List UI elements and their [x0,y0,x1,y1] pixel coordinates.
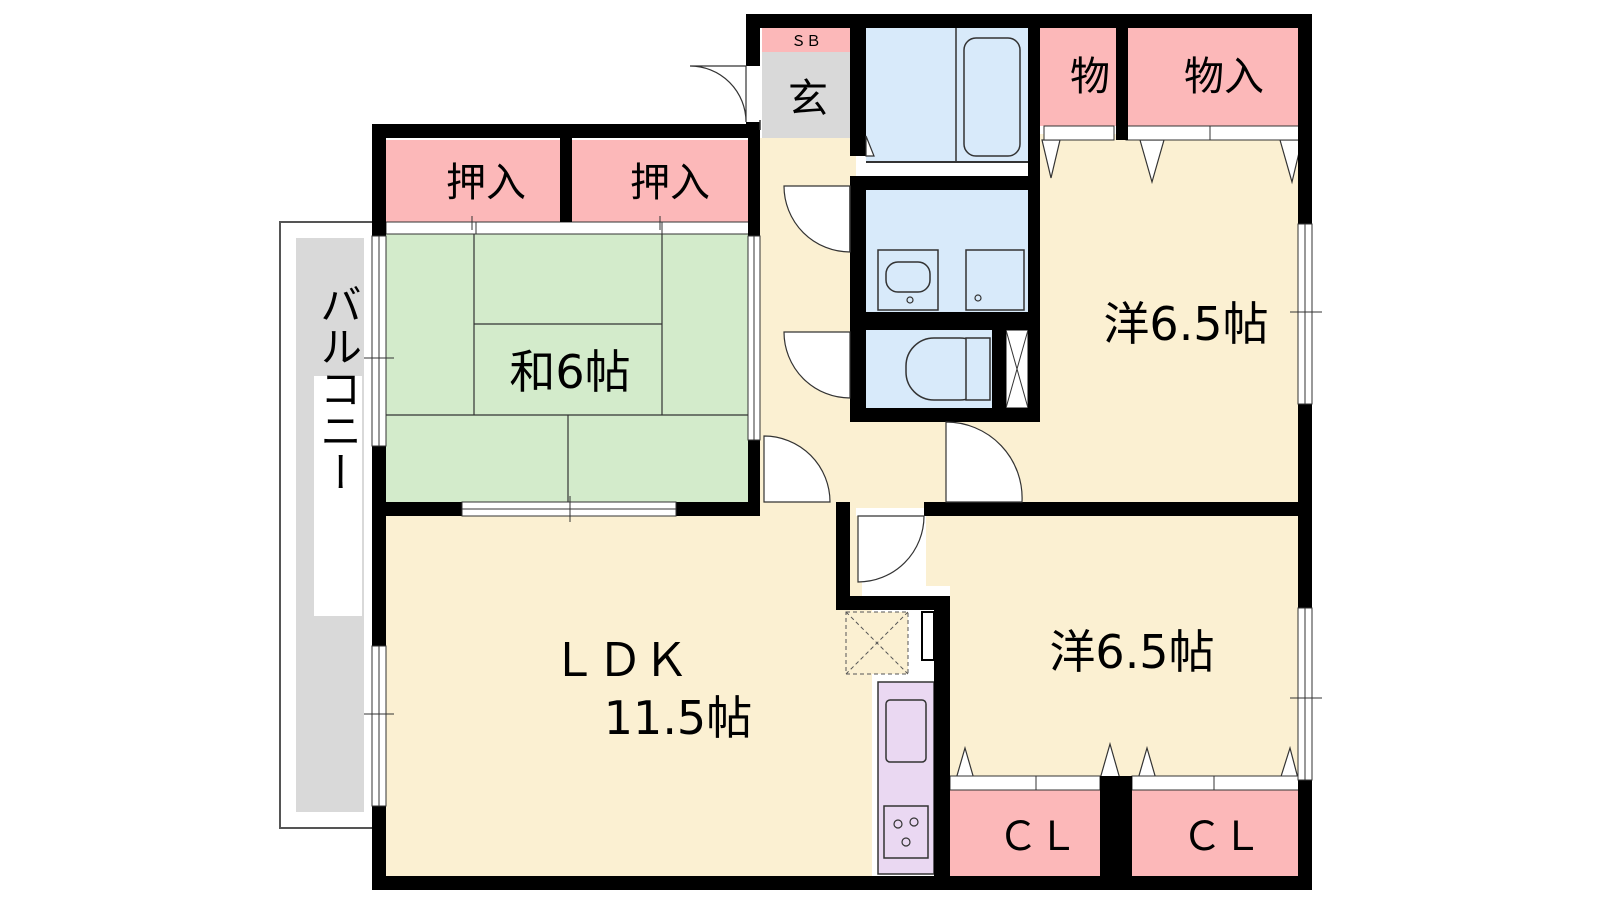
toilet-room [866,329,1029,409]
oshiire-left-label: 押入 [446,160,526,206]
entrance-floor [762,52,850,138]
washitsu-label: 和6帖 [509,345,630,399]
washroom [866,176,1028,312]
windows [371,223,1313,807]
ldk-size-label: 11.5帖 [604,691,752,745]
bathtub-icon [963,37,1021,157]
cl-left-box [950,790,1100,876]
door-lower-room [857,515,925,583]
cl-right-label: ＣＬ [1182,814,1262,860]
bathroom [866,28,1028,163]
door-bath [865,135,875,157]
youshitsu-upper-label: 洋6.5帖 [1103,297,1268,351]
ldk-label: ＬＤＫ [551,633,689,687]
mono-large-box [1126,28,1302,126]
door-toilet [783,331,851,399]
oshiire-right-label: 押入 [630,160,710,206]
balcony-label: バルコニー [314,283,363,493]
stove-icon [883,805,929,859]
youshitsu-upper-floor [1040,134,1302,508]
mono-small-label: 物 [1070,54,1110,100]
mono-small-box [1040,28,1116,126]
door-upper-room [945,421,1023,503]
doors [689,65,1023,583]
youshitsu-lower-label: 洋6.5帖 [1049,625,1214,679]
oshiire-right-box [572,140,750,222]
pantry-box [921,611,935,661]
kitchen-counter [845,611,935,875]
tatami-room [386,234,750,502]
youshitsu-lower-floor-ext [926,516,956,586]
shoe-box [762,28,850,52]
shoe-box-label: ＳＢ [791,32,821,50]
entrance-label: 玄 [788,76,828,122]
oshiire-left-box [386,140,560,222]
sink-icon [885,699,927,763]
cl-right-box [1132,790,1302,876]
cl-left-label: ＣＬ [998,814,1078,860]
mono-large-label: 物入 [1184,54,1264,100]
door-ldk-hall [763,435,831,503]
labels: 和6帖 洋6.5帖 洋6.5帖 ＬＤＫ 11.5帖 押入 押入 物 物入 ＣＬ … [314,32,1269,860]
door-washroom [783,185,851,253]
door-entrance [689,65,747,123]
washing-machine-icon [965,249,1025,311]
ldk-floor [386,516,862,876]
washbasin-icon [877,249,939,311]
walls [372,14,1312,890]
youshitsu-lower-floor [950,516,1302,784]
